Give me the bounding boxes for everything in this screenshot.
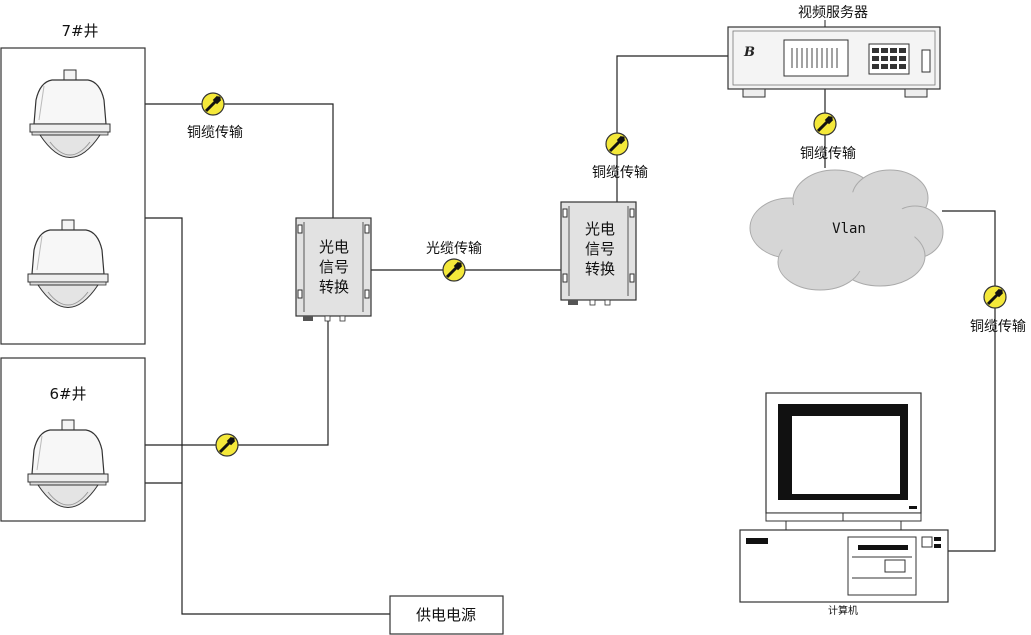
- vlan-cloud-icon: [749, 169, 944, 291]
- link-label-copper-3: 铜缆传输: [800, 146, 856, 162]
- link-label-copper-4: 铜缆传输: [970, 319, 1026, 335]
- converter-right-line-3: 转换: [585, 260, 615, 278]
- link-label-copper-2: 铜缆传输: [592, 165, 648, 181]
- copper-connector-icon: [604, 131, 630, 157]
- server-label: 视频服务器: [798, 5, 868, 21]
- computer-label: 计算机: [828, 604, 858, 617]
- converter-right-line-1: 光电: [585, 220, 615, 238]
- copper-connector-icon: [982, 284, 1008, 310]
- computer-icon: [739, 392, 949, 603]
- link-label-fiber: 光缆传输: [426, 241, 482, 257]
- svg-text:B: B: [743, 45, 755, 60]
- power-label: 供电电源: [416, 606, 476, 624]
- converter-left-line-1: 光电: [319, 238, 349, 256]
- converter-right-line-2: 信号: [585, 240, 615, 258]
- well-7-label: 7#井: [61, 22, 98, 40]
- link-label-copper-1: 铜缆传输: [187, 125, 243, 141]
- copper-connector-icon: [200, 91, 226, 117]
- copper-connector-icon: [812, 111, 838, 137]
- power-supply-box: [389, 595, 504, 635]
- converter-left: 光电 信号 转换: [295, 217, 372, 322]
- copper-connector-icon: [214, 432, 240, 458]
- converter-left-line-3: 转换: [319, 278, 349, 296]
- well-6-label: 6#井: [49, 385, 86, 403]
- cloud-label: Vlan: [832, 221, 866, 237]
- video-server-icon: B: [727, 26, 941, 98]
- fiber-connector-icon: [441, 257, 467, 283]
- converter-left-line-2: 信号: [319, 258, 349, 276]
- converter-right: 光电 信号 转换: [560, 201, 637, 306]
